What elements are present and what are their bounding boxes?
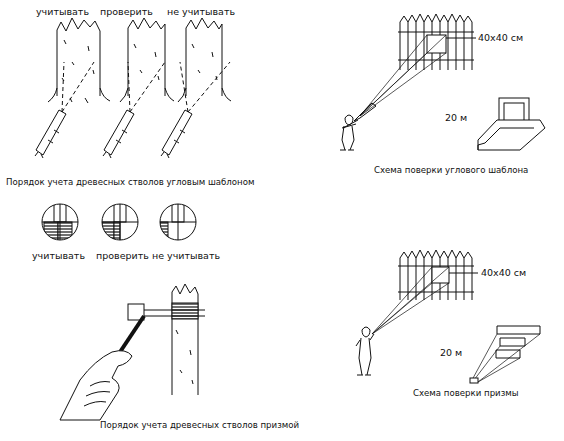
figure-caption: Порядок учета древесных стволов призмой [100,421,299,430]
column-label: не учитывать [152,251,220,261]
column-label: не учитывать [167,7,235,17]
tree-trunk [178,18,231,102]
angle-template [35,62,230,158]
prism-device [470,326,540,383]
tree-trunk [48,18,110,103]
tree-trunk [120,18,174,102]
prism-view [40,202,196,242]
column-label: проверить [96,251,149,261]
fence [398,250,478,300]
dimension-label: 20 м [440,348,462,358]
dimension-label: 40x40 см [481,268,526,278]
column-label: учитывать [36,7,89,17]
angle-template-device [478,98,545,150]
person-figure [340,35,446,150]
fence [398,14,476,70]
column-label: учитывать [32,251,85,261]
dimension-label: 20 м [445,113,467,123]
person-figure [356,267,449,375]
figure-caption: Схема поверки призмы [413,389,519,398]
dimension-label: 40x40 см [478,33,523,43]
figure-caption: Схема поверки углового шаблона [374,166,528,175]
column-label: проверить [100,7,153,17]
figure-caption: Порядок учета древесных стволов угловым … [6,178,254,187]
hand-with-prism [60,284,205,420]
